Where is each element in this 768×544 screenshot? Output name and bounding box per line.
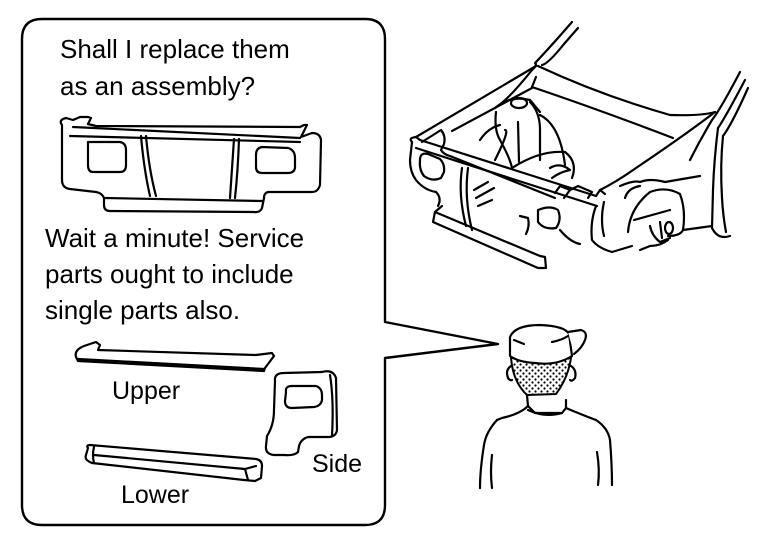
answer-line-2: parts ought to include	[45, 259, 294, 289]
question-line-1: Shall I replace them	[60, 34, 290, 64]
assembly-part-illustration	[59, 115, 323, 214]
lower-label: Lower	[121, 481, 189, 509]
side-label: Side	[312, 450, 362, 478]
answer-line-3: single parts also.	[45, 295, 240, 325]
vehicle-front-structure-illustration	[408, 20, 750, 270]
lower-part-illustration	[84, 443, 264, 483]
speech-bubble	[20, 17, 500, 527]
side-part-illustration	[264, 370, 339, 457]
technician-illustration	[478, 323, 614, 490]
question-line-2: as an assembly?	[60, 71, 255, 101]
upper-part-illustration	[74, 340, 276, 373]
answer-line-1: Wait a minute! Service	[45, 223, 304, 253]
upper-label: Upper	[112, 377, 180, 405]
